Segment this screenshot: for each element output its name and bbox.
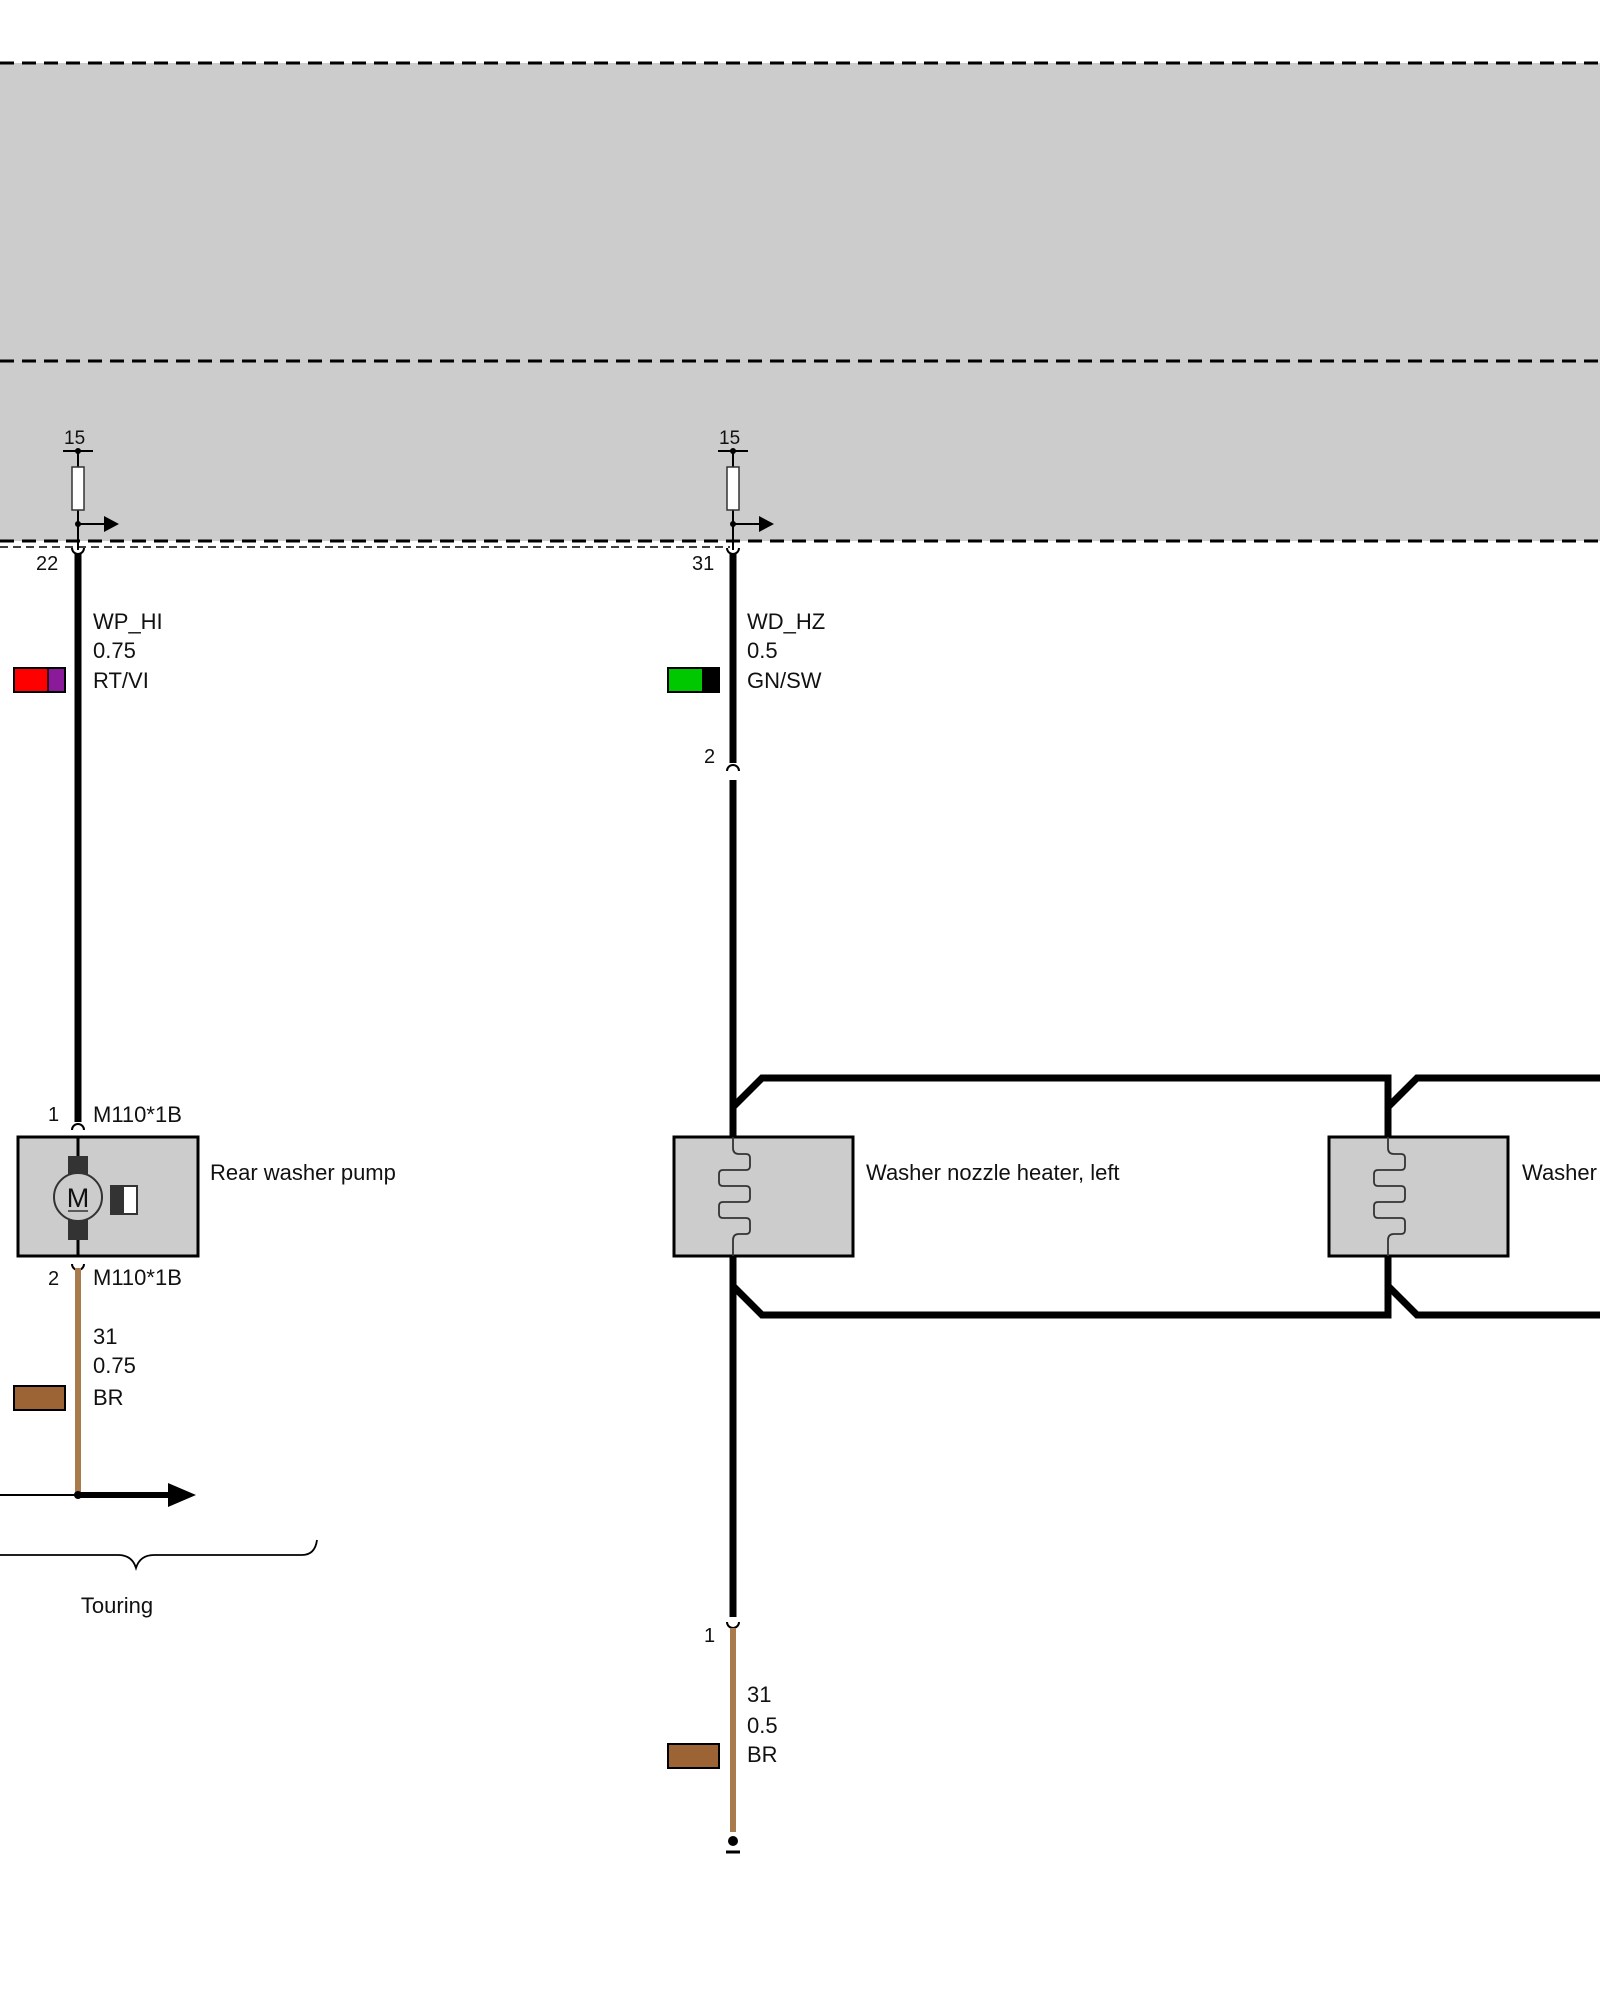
heater-left-label: Washer nozzle heater, left (866, 1160, 1120, 1185)
pump-top-connector (71, 1123, 85, 1131)
right-terminal-label: 15 (719, 428, 740, 449)
right-wire-color-swatch (667, 667, 720, 693)
touring-bracket (0, 1539, 318, 1572)
right-ground-wire-size: 0.5 (747, 1713, 778, 1738)
right-output-arrow-icon (759, 516, 774, 532)
ground-arrow-icon (168, 1483, 196, 1507)
washer-nozzle-heater-right (1327, 1135, 1510, 1258)
right-module-pin-label: 31 (692, 553, 714, 575)
left-circuit: 15 22 WP_HI 0.75 RT/VI 1 M110*1B (0, 428, 396, 1618)
pump-brush-bottom (68, 1218, 88, 1240)
pump-connector-top-label: M110*1B (93, 1102, 182, 1127)
left-resistor-icon (71, 466, 85, 511)
pump-pin-top-label: 1 (48, 1104, 59, 1126)
connector-pin-lower-label: 1 (704, 1625, 715, 1647)
left-ground-color-swatch (13, 1385, 66, 1411)
right-resistor-icon (726, 466, 740, 511)
pump-connector-bottom-label: M110*1B (93, 1265, 182, 1290)
motor-icon (53, 1172, 103, 1222)
right-ground-color-swatch (667, 1743, 720, 1769)
right-wire-name: WD_HZ (747, 609, 825, 634)
control-module (0, 61, 1600, 548)
touring-label: Touring (81, 1593, 153, 1618)
left-output-stage: 15 (63, 428, 119, 550)
left-wire-color-swatch (13, 667, 66, 693)
heater-right-element-icon (1373, 1137, 1406, 1256)
heater-return-bus (730, 1256, 1392, 1319)
left-output-arrow-icon (104, 516, 119, 532)
pump-brush-top (68, 1156, 88, 1178)
left-ground-wire-name: 31 (93, 1324, 117, 1349)
pump-housing (16, 1135, 200, 1258)
heater-left-element-icon (718, 1137, 751, 1256)
left-ground-wire-color-code: BR (93, 1385, 124, 1410)
connector-lower-icon (726, 1621, 740, 1629)
module-lower-section (0, 361, 1600, 541)
heater-return-bus-continuation (1385, 1283, 1600, 1319)
heater-right-housing (1327, 1135, 1510, 1258)
washer-nozzle-heater-left (672, 1135, 855, 1258)
pump-valve-fill (111, 1186, 124, 1214)
rear-washer-pump: M (16, 1135, 200, 1258)
pump-pin-bottom-label: 2 (48, 1268, 59, 1290)
heater-right-label: Washer (1522, 1160, 1597, 1185)
right-ground-wire-color-code: BR (747, 1742, 778, 1767)
connector-upper-icon (726, 764, 740, 772)
heater-supply-bus (730, 1074, 1392, 1137)
left-wire-size: 0.75 (93, 638, 136, 663)
ground-point-node (728, 1836, 738, 1846)
motor-symbol: M (67, 1183, 90, 1213)
heater-supply-bus-continuation (1385, 1074, 1600, 1110)
connector-pin-upper-label: 2 (704, 746, 715, 768)
right-wire-size: 0.5 (747, 638, 778, 663)
right-circuit: 15 31 WD_HZ 0.5 GN/SW 2 (667, 428, 1600, 1854)
left-wire-name: WP_HI (93, 609, 163, 634)
left-module-pin-label: 22 (36, 553, 58, 575)
right-output-stage: 15 (718, 428, 774, 550)
left-terminal-label: 15 (64, 428, 85, 449)
left-wire-color-code: RT/VI (93, 668, 149, 693)
heater-left-housing (672, 1135, 855, 1258)
left-ground-wire-size: 0.75 (93, 1353, 136, 1378)
rear-washer-pump-label: Rear washer pump (210, 1160, 396, 1185)
right-wire-color-code: GN/SW (747, 668, 822, 693)
right-ground-wire-name: 31 (747, 1682, 771, 1707)
module-upper-section (0, 63, 1600, 361)
